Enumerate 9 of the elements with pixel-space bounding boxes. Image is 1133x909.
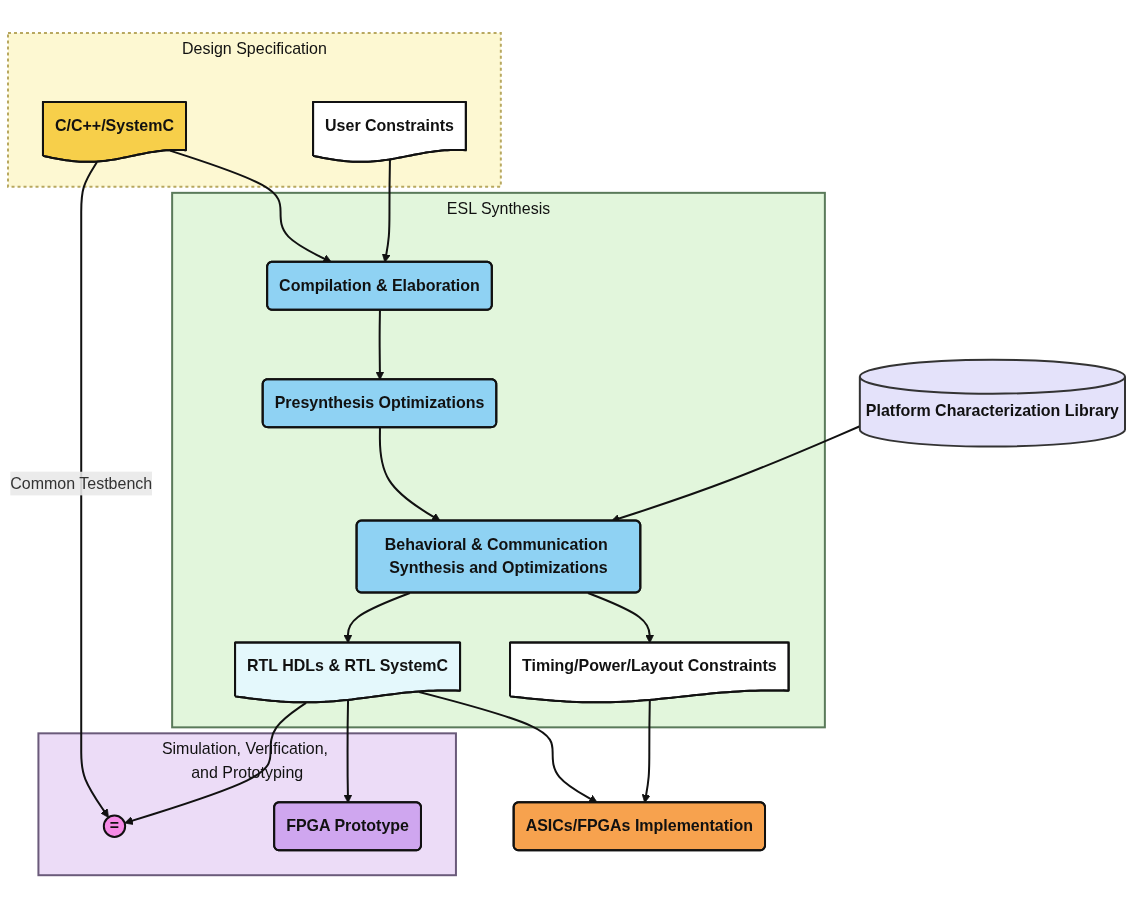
arrow <box>124 702 308 826</box>
arrow <box>381 159 391 264</box>
edge-label: Common Testbench <box>10 474 153 492</box>
arrow <box>375 309 385 381</box>
arrow <box>378 427 441 522</box>
arrow <box>343 699 353 804</box>
arrow <box>80 161 109 819</box>
node-circle: = <box>102 815 127 839</box>
arrow <box>641 699 651 804</box>
